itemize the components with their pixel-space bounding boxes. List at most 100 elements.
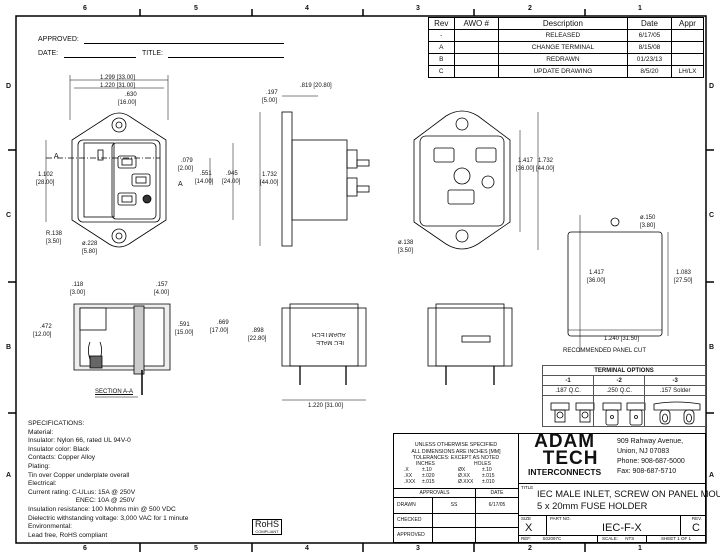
dim-front-height: 1.102 xyxy=(38,172,54,178)
tolerance-line: ALL DIMENSIONS ARE INCHES [MM] xyxy=(411,448,501,455)
dim-front-hole: ø.228 xyxy=(82,241,98,247)
dim-sec-898: .898 xyxy=(252,328,264,334)
rohs-text: RoHS xyxy=(255,519,280,529)
drawing-title-line-1: IEC MALE INLET, SCREW ON PANEL MOUNT xyxy=(537,488,720,499)
address-line: 909 Rahway Avenue, xyxy=(617,438,684,445)
zone-col-1-bottom: 1 xyxy=(638,545,642,552)
drawn-date: 6/17/05 xyxy=(475,497,519,514)
option-code: -3 xyxy=(644,375,706,386)
dim-sec-472-mm: [12.00] xyxy=(33,332,52,338)
checked-date xyxy=(475,513,519,528)
dim-cut-1417-mm: [36.00] xyxy=(587,278,606,284)
section-label: SECTION A-A xyxy=(95,389,134,395)
appr: LH/LX xyxy=(671,65,704,78)
zone-col-6-bottom: 6 xyxy=(83,545,87,552)
bottom-view-left xyxy=(281,303,367,401)
tol-inch: .XX xyxy=(404,472,413,479)
tolerance-box: UNLESS OTHERWISE SPECIFIED ALL DIMENSION… xyxy=(393,433,519,489)
date-line xyxy=(64,57,136,58)
dim-front-fuse-mm: [16.00] xyxy=(118,100,137,106)
dim-rear-hole: ø.138 xyxy=(398,240,414,246)
size-box: SIZE X xyxy=(518,515,547,536)
dim-sec-118-mm: [3.00] xyxy=(70,290,86,296)
title-box: TITLE IEC MALE INLET, SCREW ON PANEL MOU… xyxy=(518,483,720,516)
rev: C xyxy=(428,65,455,78)
dim-front-radius: R.138 xyxy=(46,231,63,237)
spec-line: Insulation resistance: 100 Mohms min @ 5… xyxy=(28,505,176,513)
revision-table: Rev AWO # Description Date Appr -RELEASE… xyxy=(428,17,704,78)
zone-row-c-right: C xyxy=(709,212,715,219)
description: RELEASED xyxy=(497,29,628,42)
dim-front-height-mm: [28.00] xyxy=(36,180,55,186)
description: UPDATE DRAWING xyxy=(497,65,628,78)
zone-col-3: 3 xyxy=(416,5,420,12)
date-header: Date xyxy=(626,17,673,30)
label-text-2: ADAMTECH xyxy=(312,331,346,337)
front-view xyxy=(45,75,234,248)
label-text-1: IEC MALE xyxy=(316,339,345,345)
dim-side-819: .819 [20.80] xyxy=(300,83,332,89)
spec-line: Lead free, RoHS compliant xyxy=(28,531,108,539)
rohs-subtext: COMPLIANT xyxy=(255,529,279,534)
appr-header: Appr xyxy=(671,17,704,30)
drawing-border xyxy=(15,15,707,544)
dim-front-width-inner: 1.220 [31.00] xyxy=(100,83,136,89)
dim-front-079: .079 xyxy=(181,158,193,164)
rev-value: C xyxy=(692,522,700,534)
size-label: SIZE xyxy=(521,516,532,521)
dim-rear-1417-mm: [36.00] xyxy=(516,166,535,172)
spec-line: ENEC: 10A @ 250V xyxy=(28,497,135,505)
sheet-number: SHEET 1 OF 1 xyxy=(646,535,706,543)
option-type: .157 Solder xyxy=(644,385,706,396)
approved-line xyxy=(84,43,284,44)
tol-hole: Ø.XX xyxy=(458,472,470,479)
date-label: DATE: xyxy=(38,50,59,57)
dim-sec-669-mm: [17.00] xyxy=(210,328,229,334)
tol-inch-value: ±.10 xyxy=(422,466,432,473)
dim-sec-591-mm: [15.00] xyxy=(175,330,194,336)
zone-row-c: C xyxy=(6,212,12,219)
dim-front-945-mm: [24.00] xyxy=(222,179,241,185)
description: REDRAWN xyxy=(497,53,628,66)
dim-front-079-mm: [2.00] xyxy=(178,166,194,172)
drawn-by: SS xyxy=(432,497,476,514)
rohs-badge: RoHS COMPLIANT xyxy=(252,519,283,535)
zone-col-3-bottom: 3 xyxy=(416,545,420,552)
part-no-box: PART NO. IEC-F-X xyxy=(546,515,681,536)
zone-col-5: 5 xyxy=(194,5,198,12)
zone-row-d-right: D xyxy=(709,83,715,90)
tol-inch-value: ±.015 xyxy=(422,478,435,485)
spec-line: Insulator: Nylon 66, rated UL 94V-0 xyxy=(28,437,131,445)
option-code: -1 xyxy=(541,375,595,386)
zone-row-a-right: A xyxy=(709,472,715,479)
description-header: Description xyxy=(497,17,628,30)
tol-hole: Ø.XXX xyxy=(458,478,474,485)
zone-col-1: 1 xyxy=(638,5,642,12)
logo-line-3: INTERCONNECTS xyxy=(528,467,602,477)
approved-label: APPROVED xyxy=(393,527,433,543)
drawing-title-line-2: 5 x 20mm FUSE HOLDER xyxy=(537,500,648,511)
spec-line: Material: xyxy=(28,428,54,436)
tol-inch-value: ±.020 xyxy=(422,472,435,479)
spec-line: Electrical: xyxy=(28,480,57,488)
dim-front-551: .551 xyxy=(200,171,212,177)
size-value: X xyxy=(525,522,533,534)
zone-row-b: B xyxy=(6,344,12,351)
part-no-value: IEC-F-X xyxy=(602,522,642,534)
specifications: SPECIFICATIONS: Material: Insulator: Nyl… xyxy=(28,420,188,540)
approved-date xyxy=(475,527,519,543)
option-type: .250 Q.C. xyxy=(593,385,646,396)
tol-hole-value: ±.010 xyxy=(482,478,495,485)
dim-cut-1083-mm: [27.50] xyxy=(674,278,693,284)
spec-line: SPECIFICATIONS: xyxy=(28,420,85,427)
rev-label: REV. xyxy=(691,516,702,521)
company-logo: ADAM TECH INTERCONNECTS xyxy=(528,432,602,477)
checked-by xyxy=(432,513,476,528)
terminal-options-title: TERMINAL OPTIONS xyxy=(542,365,706,376)
awo xyxy=(453,53,499,66)
dim-front-551-mm: [14.00] xyxy=(195,179,214,185)
scale-label: SCALE: xyxy=(602,536,619,541)
